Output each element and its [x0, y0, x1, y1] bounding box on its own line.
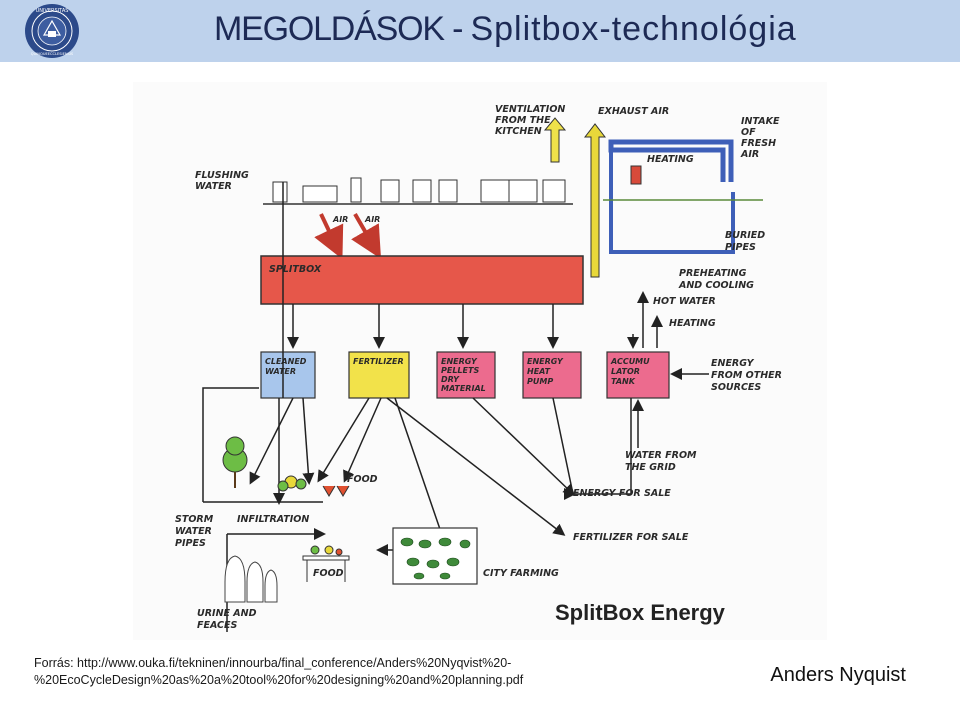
- storm-water-pipes-label: STORM WATER PIPES: [175, 514, 214, 549]
- cleaned-water-label-2: WATER: [265, 367, 296, 376]
- food-table-illustration: [302, 545, 350, 582]
- heating-unit: [630, 165, 642, 185]
- flushing-water-label: FLUSHING WATER: [195, 170, 249, 192]
- svg-text:FLUSHING: FLUSHING: [195, 170, 249, 181]
- heating-top-label: HEATING: [647, 154, 694, 165]
- exhaust-pipe: [583, 123, 607, 278]
- pellets-box: [436, 351, 496, 399]
- intake-fresh-air-label: INTAKE OF FRESH AIR: [740, 116, 780, 160]
- svg-text:WATER: WATER: [195, 181, 232, 192]
- svg-text:FROM OTHER: FROM OTHER: [711, 370, 782, 381]
- accumulator-label-2: LATOR: [611, 367, 640, 376]
- svg-text:ENERGY: ENERGY: [711, 358, 755, 369]
- svg-text:SOURCES: SOURCES: [711, 382, 761, 393]
- svg-text:AIR: AIR: [740, 149, 759, 160]
- splitbox-label: SPLITBOX: [269, 264, 322, 275]
- cleaned-water-label-1: CLEANED: [265, 357, 307, 366]
- people-illustration: [224, 555, 278, 603]
- svg-text:AND COOLING: AND COOLING: [678, 280, 754, 291]
- fertilizer-box: [348, 351, 410, 399]
- buried-pipe: [609, 146, 735, 254]
- pellets-label-4: MATERIAL: [441, 384, 486, 393]
- hot-water-label: HOT WATER: [653, 296, 716, 307]
- appliances-row: [272, 177, 566, 203]
- splitbox-diagram: VENTILATION FROM THE KITCHEN EXHAUST AIR…: [133, 82, 827, 640]
- air-label-2: AIR: [364, 215, 380, 224]
- heat-pump-box: [522, 351, 582, 399]
- author-name: Anders Nyquist: [770, 664, 906, 686]
- diagram-canvas: VENTILATION FROM THE KITCHEN EXHAUST AIR…: [175, 104, 782, 632]
- svg-text:PREHEATING: PREHEATING: [679, 268, 747, 279]
- infiltration-label: INFILTRATION: [237, 514, 309, 525]
- urine-feaces-label: URINE AND FEACES: [197, 608, 257, 631]
- city-farming-label: CITY FARMING: [483, 568, 559, 579]
- fertilizer-label: FERTILIZER: [353, 357, 404, 366]
- food-label-2: FOOD: [313, 568, 344, 579]
- splitbox-block: [260, 255, 584, 305]
- svg-text:URINE AND: URINE AND: [197, 608, 257, 619]
- splitbox-energy-brand: SplitBox Energy: [555, 600, 726, 625]
- title-part-1: MEGOLDÁSOK -: [214, 10, 471, 48]
- svg-text:STORM: STORM: [175, 514, 214, 525]
- energy-other-sources-label: ENERGY FROM OTHER SOURCES: [711, 358, 782, 393]
- header-bar: UNIVERSITAS QUINQUEECCLESIENSIS MEGOLDÁS…: [0, 0, 960, 62]
- heat-pump-label-1: ENERGY: [527, 357, 564, 366]
- accumulator-label-1: ACCUMU: [610, 357, 650, 366]
- svg-text:WATER: WATER: [175, 526, 212, 537]
- exhaust-air-label: EXHAUST AIR: [598, 106, 669, 117]
- pellets-label-1: ENERGY: [441, 357, 478, 366]
- air-arrow-2: [351, 212, 382, 259]
- page-title: MEGOLDÁSOK - Splitbox-technológia: [214, 10, 797, 49]
- svg-text:PIPES: PIPES: [175, 538, 206, 549]
- cleaned-water-box: [260, 351, 316, 399]
- svg-text:OF: OF: [741, 127, 756, 138]
- heating-mid-label: HEATING: [669, 318, 716, 329]
- energy-for-sale-label: ENERGY FOR SALE: [573, 488, 671, 499]
- heat-pump-label-2: HEAT: [527, 367, 551, 376]
- logo-bottom-text: QUINQUEECCLESIENSIS: [31, 52, 74, 56]
- svg-text:KITCHEN: KITCHEN: [495, 126, 542, 137]
- trees-illustration: [222, 436, 350, 497]
- pellets-label-3: DRY: [441, 375, 460, 384]
- svg-text:FROM THE: FROM THE: [495, 115, 551, 126]
- heat-pump-label-3: PUMP: [527, 377, 553, 386]
- svg-text:FRESH: FRESH: [741, 138, 776, 149]
- accumulator-tank-box: [606, 351, 670, 399]
- source-citation: Forrás: http://www.ouka.fi/tekninen/inno…: [34, 655, 523, 689]
- city-farming-plants: [400, 537, 471, 580]
- ventilation-label: VENTILATION FROM THE KITCHEN: [495, 104, 565, 137]
- svg-text:WATER FROM: WATER FROM: [625, 450, 697, 461]
- title-part-2: Splitbox-technológia: [470, 10, 797, 48]
- preheating-label: PREHEATING AND COOLING: [678, 268, 754, 291]
- svg-text:BURIED: BURIED: [725, 230, 765, 241]
- svg-text:PIPES: PIPES: [725, 242, 756, 253]
- svg-text:THE GRID: THE GRID: [625, 462, 676, 473]
- source-line-1: Forrás: http://www.ouka.fi/tekninen/inno…: [34, 656, 512, 670]
- source-line-2: %20EcoCycleDesign%20as%20a%20tool%20for%…: [34, 673, 524, 687]
- water-grid-label: WATER FROM THE GRID: [625, 450, 697, 473]
- air-arrow-1: [314, 213, 344, 260]
- fertilizer-for-sale-label: FERTILIZER FOR SALE: [573, 532, 689, 543]
- pellets-label-2: PELLETS: [441, 366, 479, 375]
- svg-text:INTAKE: INTAKE: [741, 116, 780, 127]
- university-seal-logo: UNIVERSITAS QUINQUEECCLESIENSIS: [25, 4, 79, 58]
- svg-text:FEACES: FEACES: [197, 620, 238, 631]
- buried-pipes-label: BURIED PIPES: [725, 230, 765, 253]
- accumulator-label-3: TANK: [611, 377, 636, 386]
- food-label-1: FOOD: [347, 474, 378, 485]
- ventilation-arrow: [543, 117, 567, 163]
- svg-text:VENTILATION: VENTILATION: [495, 104, 565, 115]
- city-farming-box: [392, 527, 478, 585]
- logo-top-text: UNIVERSITAS: [36, 8, 69, 14]
- air-label-1: AIR: [332, 215, 348, 224]
